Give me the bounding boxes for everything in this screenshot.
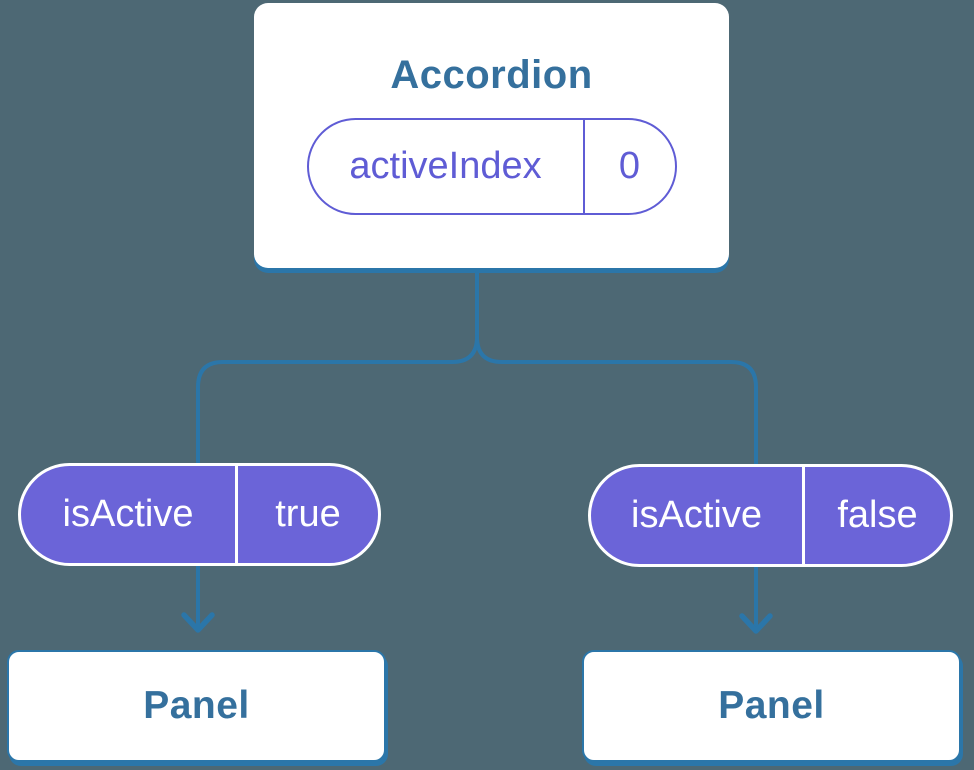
prop-value: false bbox=[837, 494, 918, 536]
accordion-card: Accordion activeIndex 0 bbox=[254, 3, 729, 268]
branch-line-left bbox=[196, 266, 479, 628]
prop-value: true bbox=[275, 493, 341, 535]
state-pill: activeIndex 0 bbox=[306, 118, 677, 215]
panel-card-left: Panel bbox=[7, 650, 386, 762]
state-value: 0 bbox=[618, 145, 641, 187]
prop-name: isActive bbox=[591, 467, 805, 564]
branch-line-right bbox=[475, 335, 758, 629]
prop-pill-true: isActive true bbox=[18, 463, 381, 566]
component-title: Accordion bbox=[390, 53, 593, 97]
panel-card-right: Panel bbox=[582, 650, 961, 762]
prop-pill-false: isActive false bbox=[588, 464, 953, 567]
prop-name: isActive bbox=[21, 466, 238, 563]
arrow-down-icon bbox=[739, 613, 773, 634]
arrow-down-icon bbox=[181, 612, 215, 633]
state-name: activeIndex bbox=[309, 120, 585, 213]
